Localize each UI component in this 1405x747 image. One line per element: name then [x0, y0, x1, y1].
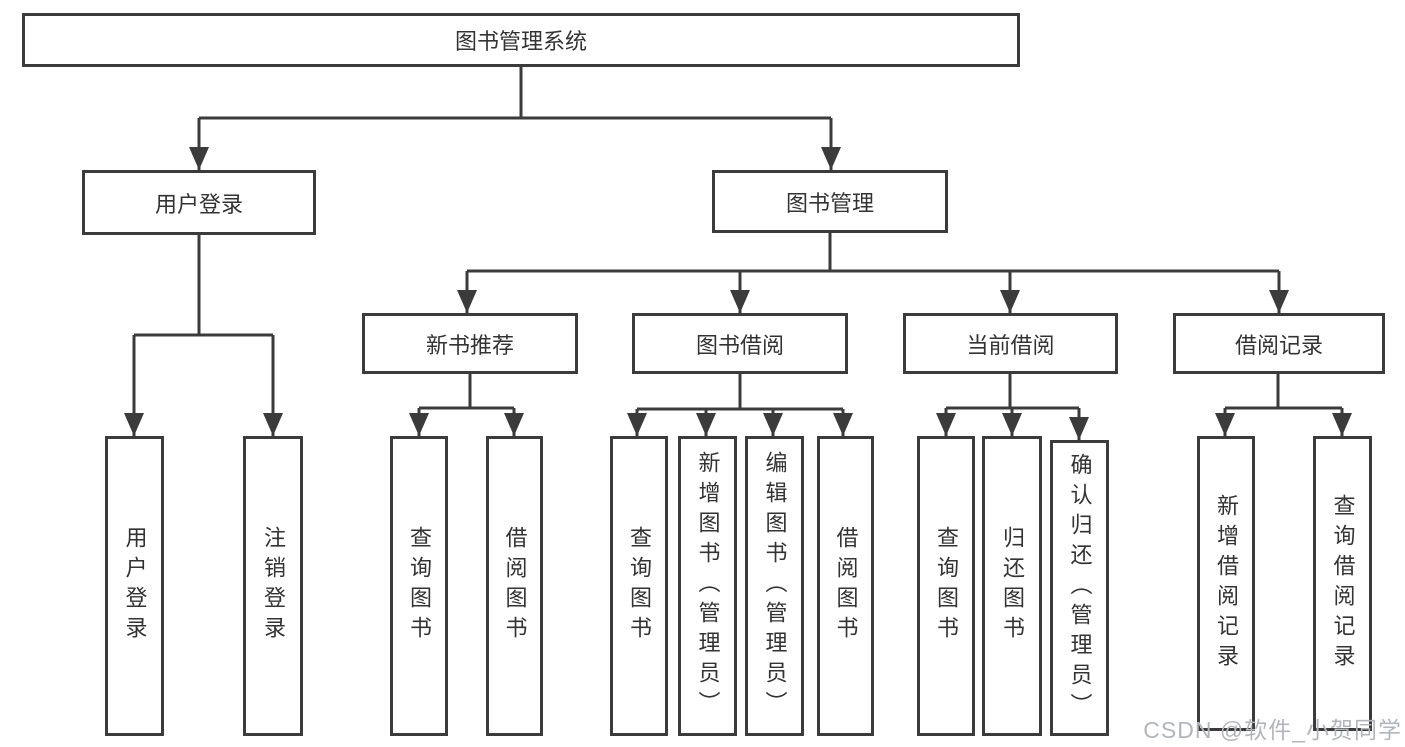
leaf-add-borrow-record: 新增借阅记录	[1197, 436, 1255, 731]
node-current-borrowing: 当前借阅	[903, 313, 1118, 374]
leaf-return-books: 归还图书	[982, 436, 1042, 736]
leaf-edit-book-admin: 编辑图书（管理员）	[745, 436, 804, 736]
node-book-borrowing: 图书借阅	[632, 313, 848, 374]
leaf-query-books-recommend: 查询图书	[390, 436, 448, 736]
leaf-confirm-return-admin: 确认归还（管理员）	[1050, 440, 1109, 736]
leaf-add-book-admin: 新增图书（管理员）	[678, 436, 737, 736]
leaf-borrow-books-recommend: 借阅图书	[486, 436, 543, 736]
node-user-login: 用户登录	[82, 170, 316, 235]
node-library-system: 图书管理系统	[22, 13, 1020, 67]
node-borrowing-records: 借阅记录	[1173, 313, 1385, 374]
leaf-query-books-borrowing: 查询图书	[610, 436, 668, 736]
leaf-query-borrow-record: 查询借阅记录	[1313, 436, 1372, 731]
leaf-user-login: 用户登录	[105, 436, 164, 736]
node-new-book-recommendation: 新书推荐	[362, 313, 578, 374]
leaf-borrow-books-borrowing: 借阅图书	[817, 436, 874, 736]
leaf-query-books-current: 查询图书	[917, 436, 975, 736]
node-book-management: 图书管理	[712, 170, 948, 233]
csdn-watermark: CSDN @软件_小贺同学	[1143, 717, 1402, 743]
leaf-logout: 注销登录	[243, 436, 303, 736]
